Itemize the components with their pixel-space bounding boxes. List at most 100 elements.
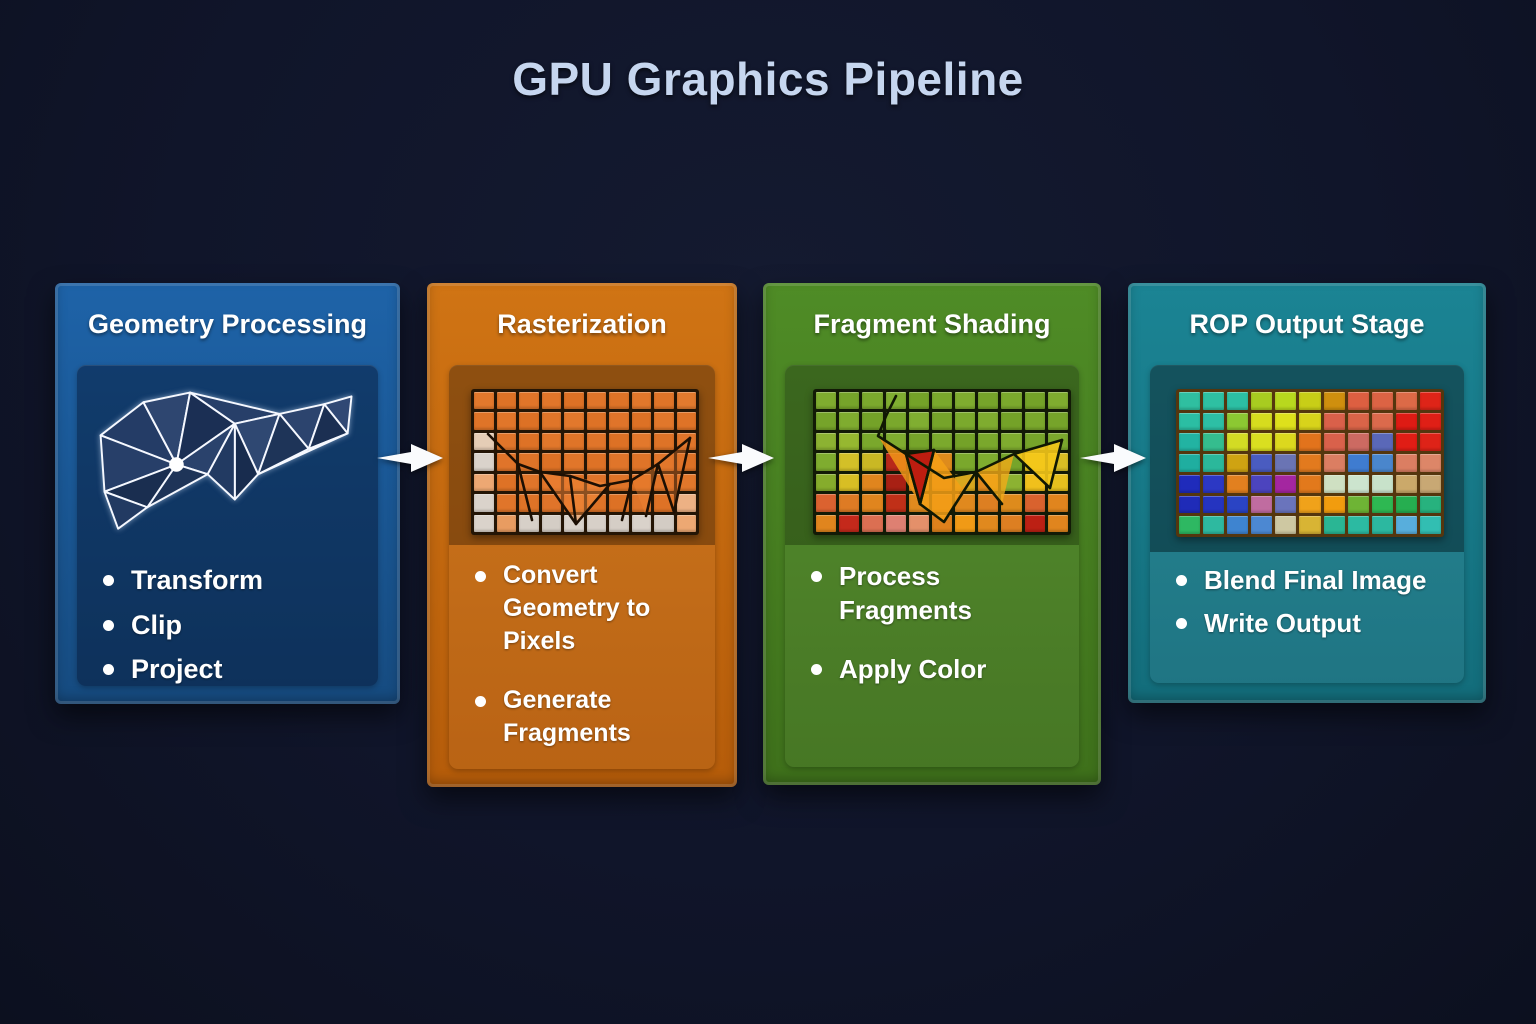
- pixel-cell: [631, 473, 651, 492]
- pixel-cell: [541, 392, 561, 410]
- pixel-cell: [978, 514, 999, 532]
- pixel-cell: [885, 494, 906, 512]
- pixel-cell: [931, 453, 953, 471]
- pixel-cell: [1047, 412, 1068, 430]
- pixel-cell: [1251, 392, 1273, 410]
- stage-title: Fragment Shading: [813, 308, 1051, 339]
- pixel-cell: [474, 392, 494, 410]
- pixel-cell: [908, 453, 929, 471]
- pixel-cell: [955, 432, 976, 451]
- pixel-cell: [1371, 412, 1393, 431]
- bullet-item: Generate Fragments: [467, 684, 667, 750]
- pixel-cell: [955, 453, 976, 471]
- pixel-cell: [885, 453, 906, 471]
- stage-card-fragment-shading: Fragment Shading Proces: [763, 283, 1101, 785]
- pixel-cell: [654, 494, 674, 512]
- pixel-cell: [1371, 474, 1393, 493]
- pixel-cell: [1299, 392, 1321, 410]
- pixel-cell: [1323, 516, 1345, 534]
- pixel-cell: [586, 432, 606, 451]
- pixel-cell: [609, 494, 629, 512]
- pixel-cell: [586, 514, 606, 532]
- fragment-pixel-grid-illustration: [813, 389, 1071, 535]
- pixel-cell: [908, 514, 929, 532]
- pixel-cell: [1419, 454, 1441, 472]
- pixel-cell: [955, 392, 976, 410]
- stage-title: Geometry Processing: [87, 308, 368, 339]
- pixel-cell: [1047, 494, 1068, 512]
- pixel-cell: [1179, 495, 1201, 514]
- pixel-cell: [586, 453, 606, 471]
- pixel-cell: [541, 453, 561, 471]
- pixel-cell: [978, 473, 999, 492]
- stage-title: ROP Output Stage: [1189, 308, 1425, 339]
- pixel-cell: [955, 494, 976, 512]
- pixel-cell: [955, 473, 976, 492]
- pixel-cell: [978, 453, 999, 471]
- pixel-cell: [931, 412, 953, 430]
- pixel-cell: [1203, 412, 1225, 431]
- pixel-cell: [978, 392, 999, 410]
- pixel-cell: [931, 494, 953, 512]
- pixel-cell: [474, 514, 494, 532]
- pixel-cell: [1251, 474, 1273, 493]
- pixel-cell: [1347, 454, 1369, 472]
- pixel-cell: [885, 432, 906, 451]
- pixel-cell: [839, 432, 860, 451]
- mesh-vertex-dot: [169, 457, 184, 472]
- pixel-cell: [1275, 392, 1297, 410]
- pixel-cell: [1395, 474, 1417, 493]
- pixel-cell: [519, 453, 539, 471]
- pixel-cell: [1419, 474, 1441, 493]
- pixel-cell: [519, 392, 539, 410]
- pixel-cell: [816, 473, 837, 492]
- bullet-item: Clip: [95, 608, 378, 644]
- pixel-cell: [1179, 412, 1201, 431]
- pixel-cell: [1203, 454, 1225, 472]
- bullet-item: Process Fragments: [803, 559, 1013, 628]
- stage-card-rasterization: Rasterization Conve: [427, 283, 737, 787]
- pixel-cell: [541, 473, 561, 492]
- pixel-cell: [839, 473, 860, 492]
- pixel-cell: [609, 473, 629, 492]
- pixel-cell: [676, 412, 696, 430]
- pixel-cell: [676, 514, 696, 532]
- pixel-cell: [1371, 454, 1393, 472]
- pixel-cell: [496, 432, 516, 451]
- pixel-cell: [496, 473, 516, 492]
- pixel-cell: [631, 453, 651, 471]
- pixel-cell: [1047, 473, 1068, 492]
- pixel-cell: [519, 473, 539, 492]
- pixel-cell: [908, 392, 929, 410]
- pixel-cell: [631, 412, 651, 430]
- pixel-cell: [1251, 454, 1273, 472]
- pixel-cell: [1347, 516, 1369, 534]
- pixel-cell: [519, 514, 539, 532]
- pixel-cell: [978, 412, 999, 430]
- pixel-cell: [839, 412, 860, 430]
- pixel-cell: [519, 494, 539, 512]
- pixel-cell: [1251, 412, 1273, 431]
- pixel-cell: [839, 514, 860, 532]
- pixel-cell: [885, 473, 906, 492]
- pixel-cell: [586, 473, 606, 492]
- pixel-cell: [564, 392, 584, 410]
- pixel-cell: [631, 432, 651, 451]
- pixel-cell: [931, 514, 953, 532]
- pixel-cell: [1275, 454, 1297, 472]
- pixel-cell: [1001, 514, 1022, 532]
- pixel-cell: [1179, 474, 1201, 493]
- pixel-cell: [1275, 412, 1297, 431]
- pixel-cell: [816, 432, 837, 451]
- pixel-cell: [1275, 516, 1297, 534]
- pixel-cell: [862, 392, 883, 410]
- pixel-cell: [908, 432, 929, 451]
- bullet-item: Convert Geometry to Pixels: [467, 559, 667, 658]
- pixel-cell: [676, 432, 696, 451]
- pixel-cell: [1227, 516, 1249, 534]
- pixel-cell: [676, 473, 696, 492]
- pixel-cell: [1395, 495, 1417, 514]
- pixel-cell: [474, 412, 494, 430]
- pixel-cell: [1323, 433, 1345, 452]
